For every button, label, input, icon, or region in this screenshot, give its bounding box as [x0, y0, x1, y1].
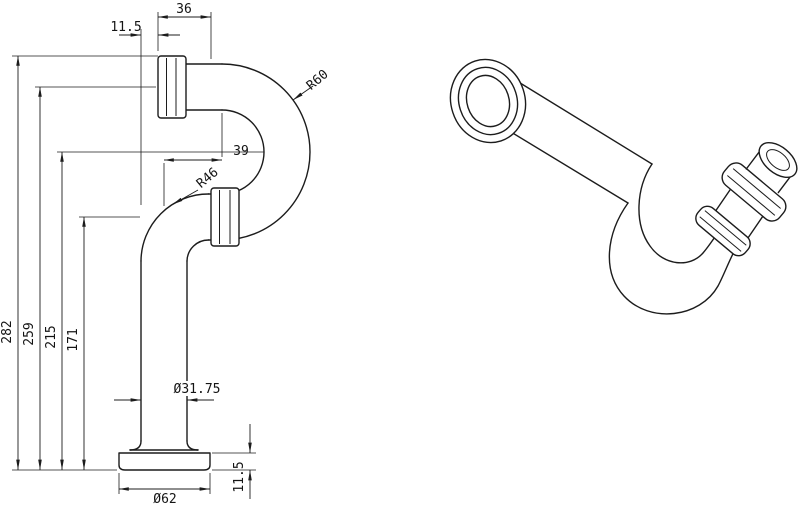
base-flange — [118, 440, 211, 471]
pictorial-view — [449, 58, 798, 315]
dim-label-inlet-offset: 11.5 — [110, 20, 141, 35]
dim-label-fitting-width: 36 — [176, 2, 192, 17]
dim-label-outlet-height: 171 — [66, 328, 81, 351]
front-view: 36 11.5 39 R60 R46 282 259 215 171 Ø31.7… — [0, 2, 332, 507]
dim-label-overall-height: 282 — [0, 320, 15, 343]
trap-bend — [608, 163, 739, 315]
wall-flange — [449, 58, 527, 144]
lower-union-nut — [695, 205, 751, 257]
upper-union-nut — [721, 162, 787, 222]
downpipe — [140, 260, 188, 442]
dim-label-base-height: 11.5 — [232, 461, 247, 492]
dimension-annotations: 36 11.5 39 R60 R46 282 259 215 171 Ø31.7… — [0, 2, 332, 507]
dim-label-pipe-diameter: Ø31.75 — [174, 382, 221, 397]
dim-label-inlet-height: 259 — [22, 322, 37, 345]
inlet-union-nut — [157, 55, 187, 119]
dim-label-bend-offset: 39 — [233, 144, 249, 159]
dim-label-bend-center-height: 215 — [44, 325, 59, 348]
outlet-opening — [745, 142, 798, 194]
dim-label-base-diameter: Ø62 — [153, 492, 176, 507]
elbow — [140, 193, 210, 262]
return-union-nut — [210, 187, 240, 247]
